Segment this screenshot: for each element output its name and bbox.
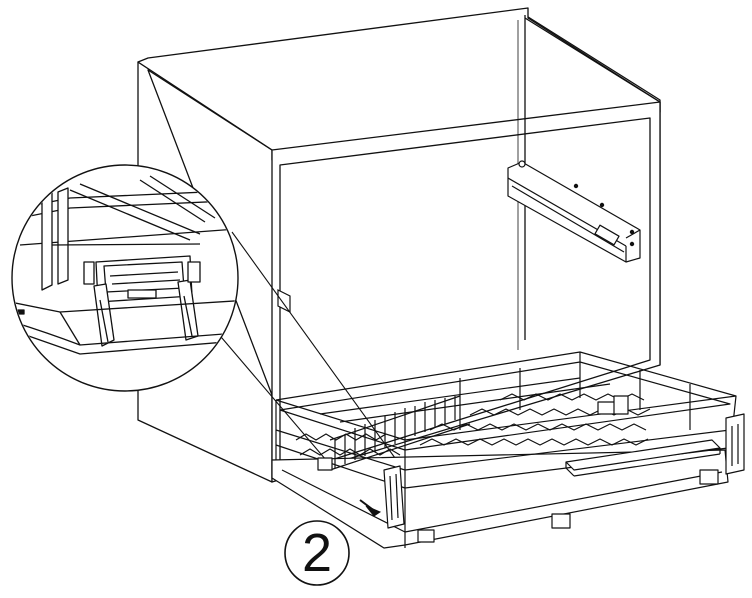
cabinet-edge: [525, 18, 660, 102]
base-clip: [614, 396, 628, 414]
basket-handle-right: [726, 414, 744, 474]
cabinet-edge: [148, 70, 272, 150]
plate-rack: [330, 396, 470, 470]
base-clip: [318, 458, 332, 470]
basket-handle-front: [384, 466, 404, 528]
drawer-runner: [508, 161, 640, 262]
base-clip: [552, 514, 570, 528]
base-clip: [598, 402, 616, 414]
base-clip: [700, 470, 718, 484]
base-clip: [418, 530, 434, 542]
dish-basket: [272, 352, 744, 548]
cabinet: [138, 8, 660, 482]
